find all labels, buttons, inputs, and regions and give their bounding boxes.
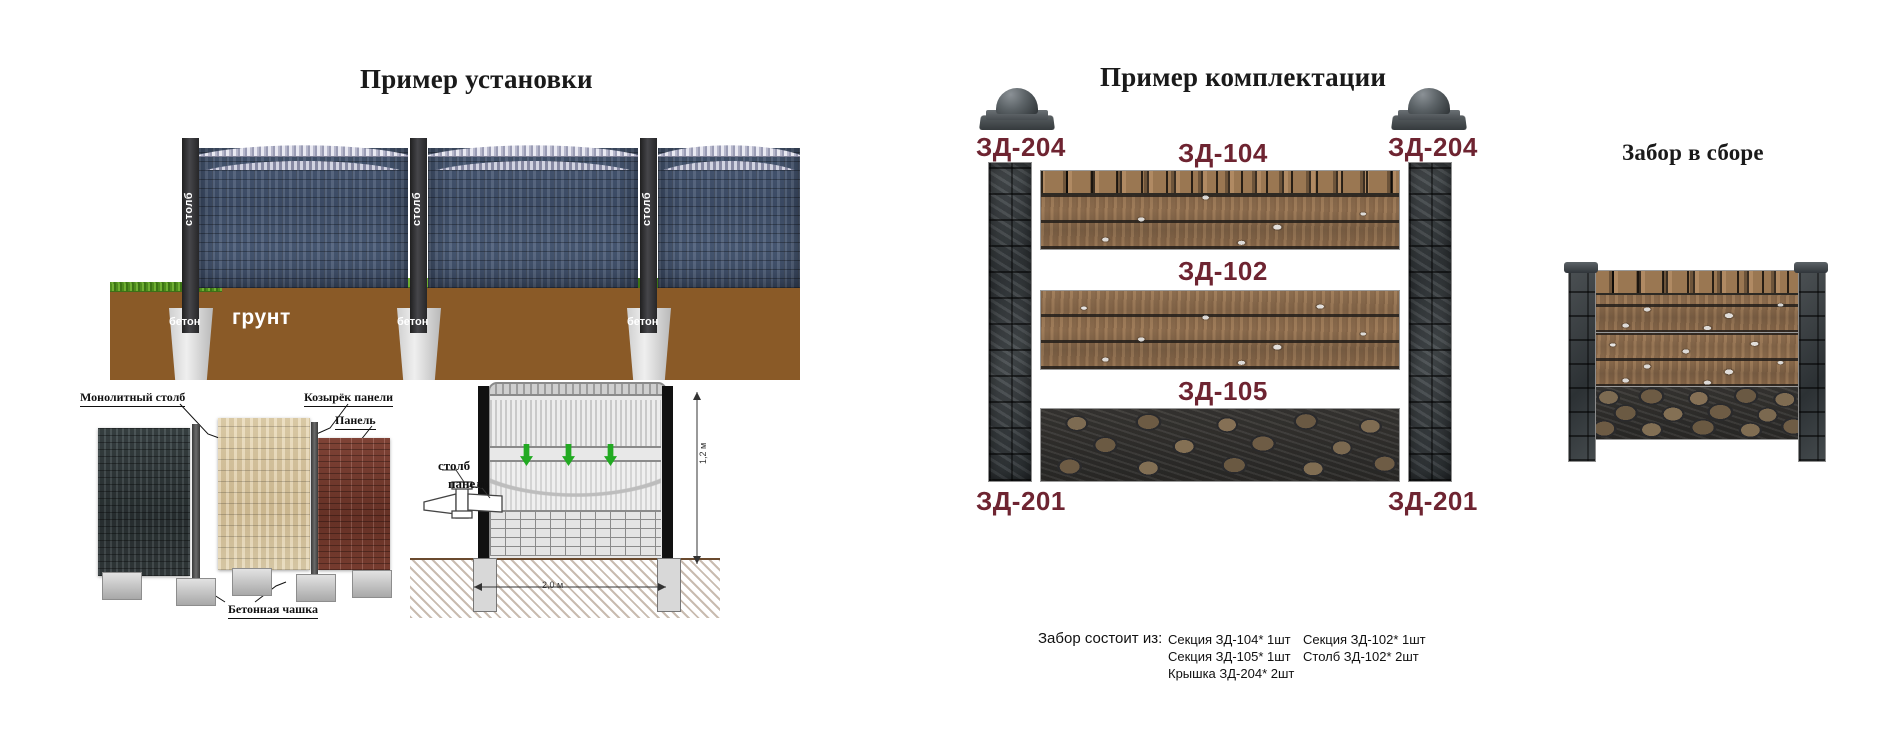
post-label: столб bbox=[411, 192, 423, 226]
stone-column-right bbox=[1408, 162, 1452, 482]
height-dimension-line bbox=[693, 392, 701, 564]
code-label-cap-left: ЗД-204 bbox=[976, 132, 1066, 162]
fence-panel bbox=[658, 148, 800, 288]
technical-drawing: столб панель 2,0 м 1,2 м bbox=[410, 382, 720, 618]
callout-label-monolithic-post: Монолитный столб bbox=[80, 390, 186, 407]
exploded-panel-slate bbox=[98, 428, 190, 576]
bom-column-2: Секция ЗД-102* 1шт Столб ЗД-102* 2шт bbox=[1303, 631, 1426, 665]
soil-body bbox=[110, 285, 800, 380]
bom-heading: Забор состоит из: bbox=[1038, 630, 1163, 647]
fence-post bbox=[640, 138, 657, 333]
kit-panel-102 bbox=[1040, 290, 1400, 370]
td-post bbox=[478, 386, 489, 586]
joint-detail-drawing bbox=[423, 469, 503, 519]
callout-label-panel-cap: Козырёк панели bbox=[304, 390, 394, 407]
kit-diagram: ЗД-204 ЗД-204 ЗД-201 ЗД-201 ЗД-104 ЗД-10… bbox=[976, 88, 1540, 620]
callout-label-concrete-cup: Бетонная чашка bbox=[228, 602, 318, 619]
fence-post bbox=[410, 138, 427, 333]
grass-strip bbox=[110, 282, 222, 292]
bom-item: Секция ЗД-105* 1шт bbox=[1168, 649, 1291, 664]
concrete-label: бетон bbox=[169, 316, 201, 328]
panel-arch-decor bbox=[204, 144, 402, 170]
assembled-fence-diagram bbox=[1560, 262, 1860, 490]
td-brick-course bbox=[490, 512, 661, 556]
post-label: столб bbox=[183, 192, 195, 226]
ground-label: грунт bbox=[232, 306, 291, 329]
assembled-post-right bbox=[1798, 270, 1826, 462]
exploded-panel-sandstone bbox=[218, 418, 310, 570]
code-label-column-right: ЗД-201 bbox=[1388, 486, 1478, 516]
assembled-cap-left bbox=[1564, 262, 1598, 273]
td-mid-arch bbox=[490, 460, 661, 512]
assembled-panel-102 bbox=[1586, 332, 1803, 388]
bom-item: Столб ЗД-102* 2шт bbox=[1303, 649, 1419, 664]
cap-dome bbox=[1408, 88, 1450, 114]
code-label-panel-102: ЗД-102 bbox=[1178, 256, 1268, 286]
fence-panel bbox=[198, 148, 408, 288]
log-end-separators bbox=[1041, 171, 1399, 193]
td-label-post: столб bbox=[438, 458, 471, 473]
kit-section-title: Пример комплектации bbox=[1100, 62, 1387, 92]
bom-item: Крышка ЗД-204* 2шт bbox=[1168, 666, 1295, 681]
bom-item: Секция ЗД-104* 1шт bbox=[1168, 632, 1291, 647]
code-label-panel-104: ЗД-104 bbox=[1178, 138, 1268, 168]
installation-diagram: столб столб столб бетон бетон бетон грун… bbox=[110, 130, 800, 380]
concrete-cup bbox=[102, 572, 142, 600]
assembled-post-left bbox=[1568, 270, 1596, 462]
concrete-cup bbox=[232, 568, 272, 596]
cap-base-upper bbox=[1398, 110, 1460, 120]
kit-panel-104 bbox=[1040, 170, 1400, 250]
exploded-post bbox=[311, 422, 318, 574]
exploded-post bbox=[192, 424, 200, 580]
assembled-panel-104 bbox=[1586, 270, 1803, 334]
width-dimension-line bbox=[474, 583, 666, 591]
bom-item: Секция ЗД-102* 1шт bbox=[1303, 632, 1426, 647]
assembled-section-title: Забор в сборе bbox=[1622, 140, 1764, 165]
bom-column-1: Секция ЗД-104* 1шт Секция ЗД-105* 1шт Кр… bbox=[1168, 631, 1294, 682]
post-cap-icon bbox=[1391, 88, 1467, 131]
fence-post bbox=[182, 138, 199, 333]
code-label-column-left: ЗД-201 bbox=[976, 486, 1066, 516]
concrete-label: бетон bbox=[627, 316, 659, 328]
install-section-title: Пример установки bbox=[360, 64, 593, 94]
dimension-width-label: 2,0 м bbox=[542, 580, 564, 590]
code-label-cap-right: ЗД-204 bbox=[1388, 132, 1478, 162]
panel-arch-decor bbox=[434, 144, 632, 170]
td-upper-balusters bbox=[490, 400, 661, 448]
cap-dome bbox=[996, 88, 1038, 114]
cap-base-upper bbox=[986, 110, 1048, 120]
concrete-cup bbox=[296, 574, 336, 602]
kit-panel-105 bbox=[1040, 408, 1400, 482]
td-foundation bbox=[473, 558, 497, 612]
td-label-panel: панель bbox=[448, 476, 490, 491]
panel-arch-decor bbox=[662, 144, 796, 170]
assembled-cap-right bbox=[1794, 262, 1828, 273]
concrete-cup bbox=[352, 570, 392, 598]
fence-panel bbox=[428, 148, 638, 288]
td-post bbox=[662, 386, 673, 586]
post-cap-icon bbox=[979, 88, 1055, 131]
concrete-cup bbox=[176, 578, 216, 606]
stone-column-left bbox=[988, 162, 1032, 482]
concrete-label: бетон bbox=[397, 316, 429, 328]
dimension-height-label: 1,2 м bbox=[698, 442, 708, 464]
assembled-panel-105 bbox=[1586, 386, 1803, 440]
exploded-view-diagram: Монолитный столб Козырёк панели Панель Б… bbox=[80, 390, 420, 620]
code-label-panel-105: ЗД-105 bbox=[1178, 376, 1268, 406]
exploded-panel-brick bbox=[318, 438, 390, 570]
log-end-separators bbox=[1587, 271, 1802, 293]
callout-label-panel: Панель bbox=[335, 413, 376, 430]
post-label: столб bbox=[641, 192, 653, 226]
